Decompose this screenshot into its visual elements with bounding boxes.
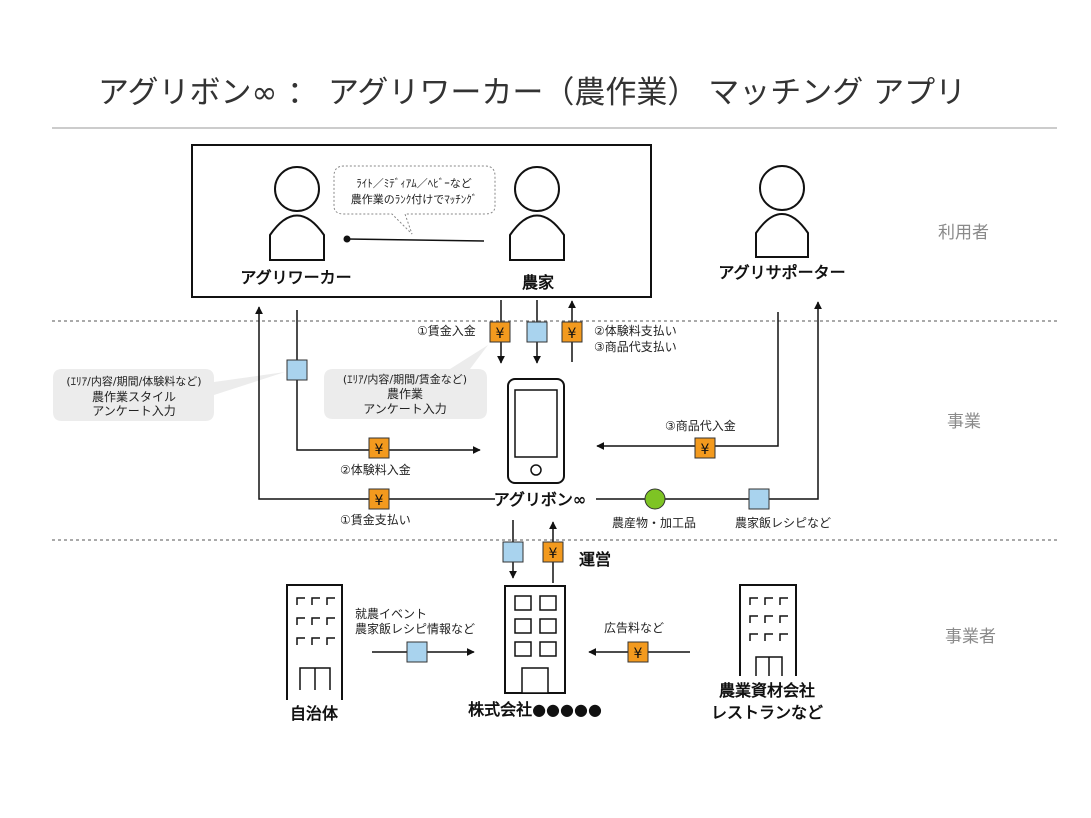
svg-text:¥: ¥ <box>496 326 505 342</box>
worker-note-line2: 農作業スタイル <box>92 390 176 404</box>
experience-payment-label: ②体験料支払い <box>594 323 677 338</box>
data-icon <box>502 541 524 563</box>
farmer-note-line3: アンケート入力 <box>363 402 447 416</box>
money-icon: ¥ <box>694 437 716 459</box>
events-label-line1: 就農イベント <box>355 607 427 621</box>
experience-deposit-label: ②体験料入金 <box>340 462 411 477</box>
matching-connector <box>346 238 485 242</box>
svg-text:¥: ¥ <box>375 493 384 509</box>
suppliers-label-line2: レストランなど <box>711 703 823 722</box>
layer-label-business: 事業 <box>947 412 981 432</box>
data-icon <box>526 321 548 343</box>
data-icon <box>286 359 308 381</box>
wage-deposit-label: ①賃金入金 <box>417 323 476 338</box>
company-label: 株式会社●●●●● <box>468 700 602 719</box>
money-icon: ¥ <box>627 641 649 663</box>
farmer-input-note <box>324 345 488 419</box>
suppliers-label-line1: 農業資材会社 <box>719 681 815 700</box>
events-label-line2: 農家飯レシピ情報など <box>355 621 475 636</box>
svg-text:¥: ¥ <box>568 326 577 342</box>
svg-text:¥: ¥ <box>634 646 643 662</box>
money-icon: ¥ <box>542 541 564 563</box>
speech-bubble-line1: ﾗｲﾄ／ﾐﾃﾞｨｱﾑ／ﾍﾋﾞｰなど <box>356 177 472 190</box>
svg-text:¥: ¥ <box>701 442 710 458</box>
diagram-title: アグリボン∞ ： アグリワーカー（農作業） マッチング アプリ <box>98 75 966 111</box>
app-label: アグリボン∞ <box>494 490 587 509</box>
farmer-note-line1: (ｴﾘｱ/内容/期間/賃金など) <box>343 372 467 386</box>
smartphone-icon <box>507 378 565 484</box>
layer-label-users: 利用者 <box>938 223 989 243</box>
municipality-label: 自治体 <box>290 704 339 723</box>
operation-label: 運営 <box>579 550 611 569</box>
agri-supporter-label: アグリサポーター <box>718 263 845 282</box>
suppliers-building-icon <box>739 584 797 676</box>
experience-deposit-flow <box>296 310 481 454</box>
worker-note-line1: (ｴﾘｱ/内容/期間/体験料など) <box>66 374 201 388</box>
wage-payment-label: ①賃金支払い <box>340 512 411 527</box>
recipes-label: 農家飯レシピなど <box>735 515 831 530</box>
produce-label: 農産物・加工品 <box>612 515 696 530</box>
worker-note-line3: アンケート入力 <box>92 404 176 418</box>
data-icon <box>748 488 770 510</box>
money-icon: ¥ <box>561 321 583 343</box>
produce-icon <box>644 488 666 510</box>
wage-payment-flow <box>255 306 495 500</box>
farmer-note-line2: 農作業 <box>387 387 423 401</box>
svg-text:¥: ¥ <box>375 442 384 458</box>
money-icon: ¥ <box>368 488 390 510</box>
produce-recipe-flow <box>596 301 822 500</box>
svg-text:¥: ¥ <box>549 546 558 562</box>
ad-fees-label: 広告料など <box>604 621 664 635</box>
company-building-icon <box>504 585 566 694</box>
money-icon: ¥ <box>489 321 511 343</box>
product-deposit-flow <box>596 312 779 450</box>
speech-bubble-line2: 農作業のﾗﾝｸ付けでﾏｯﾁﾝｸﾞ <box>351 192 478 206</box>
matching-speech-bubble <box>333 165 496 235</box>
agri-worker-label: アグリワーカー <box>240 268 351 287</box>
matching-connector-dot <box>343 235 351 243</box>
municipality-building-icon <box>286 584 343 700</box>
product-deposit-label: ③商品代入金 <box>665 418 736 433</box>
agri-supporter-person-icon <box>755 165 809 258</box>
worker-input-note <box>53 369 285 421</box>
product-payment-label: ③商品代支払い <box>594 339 677 354</box>
farmer-person-icon <box>509 166 565 261</box>
data-icon <box>406 641 428 663</box>
farmer-label: 農家 <box>522 273 555 292</box>
agri-worker-person-icon <box>269 166 325 261</box>
layer-label-operator: 事業者 <box>945 627 996 647</box>
money-icon: ¥ <box>368 437 390 459</box>
